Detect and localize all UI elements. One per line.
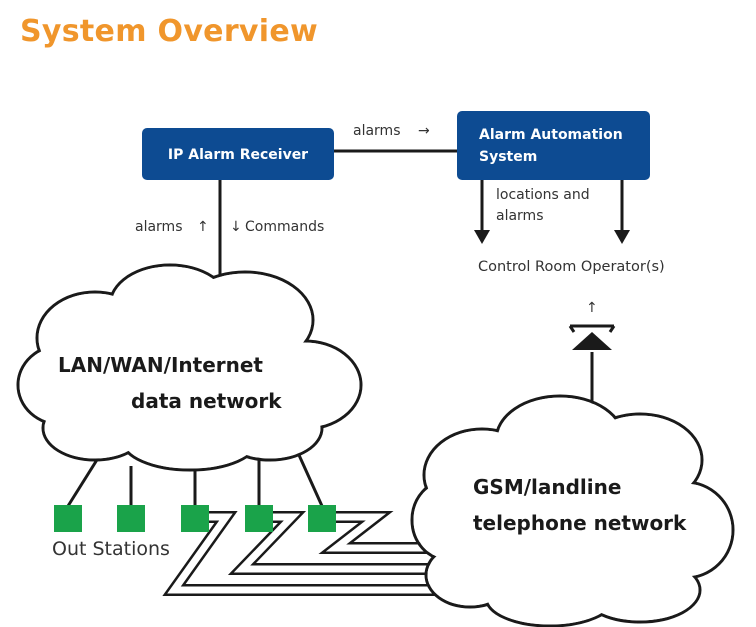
antenna-up-arrow-icon: ↑ bbox=[586, 300, 598, 316]
alarm-automation-box: Alarm Automation System bbox=[457, 111, 650, 180]
ip-alarm-receiver-box: IP Alarm Receiver bbox=[142, 128, 334, 180]
lan-wan-label-line1: LAN/WAN/Internet bbox=[58, 353, 263, 377]
locations-label-line1: locations and bbox=[496, 187, 590, 203]
arrow-down-icon: ↓ bbox=[230, 219, 242, 235]
arrowhead-down-left bbox=[474, 230, 490, 244]
alarm-automation-label-line2: System bbox=[479, 149, 537, 165]
phone-lines bbox=[162, 511, 450, 596]
antenna-icon bbox=[568, 324, 616, 350]
arrow-right-icon: → bbox=[418, 123, 430, 139]
lan-wan-label-line2: data network bbox=[131, 389, 282, 413]
station-drop-lines bbox=[66, 443, 324, 507]
out-station-4 bbox=[245, 505, 273, 532]
control-room-operators-label: Control Room Operator(s) bbox=[478, 259, 665, 275]
alarms-label-top: alarms bbox=[353, 123, 401, 139]
lan-wan-cloud bbox=[16, 263, 363, 472]
operator-arrowheads bbox=[474, 230, 630, 244]
gsm-label-line1: GSM/landline bbox=[473, 475, 621, 499]
connector-lines bbox=[218, 149, 624, 410]
arrow-up-icon: ↑ bbox=[197, 219, 209, 235]
arrowhead-down-right bbox=[614, 230, 630, 244]
out-station-3 bbox=[181, 505, 209, 532]
alarm-automation-label-line1: Alarm Automation bbox=[479, 127, 623, 143]
page-title: System Overview bbox=[20, 14, 319, 49]
ip-alarm-receiver-label: IP Alarm Receiver bbox=[168, 147, 308, 163]
alarms-label-left: alarms bbox=[135, 219, 183, 235]
out-station-2 bbox=[117, 505, 145, 532]
gsm-label-line2: telephone network bbox=[473, 511, 687, 535]
out-station-5 bbox=[308, 505, 336, 532]
commands-label: Commands bbox=[245, 219, 324, 235]
gsm-cloud bbox=[410, 394, 735, 627]
out-stations-label: Out Stations bbox=[52, 538, 170, 560]
out-stations bbox=[54, 505, 336, 532]
out-station-1 bbox=[54, 505, 82, 532]
locations-label-line2: alarms bbox=[496, 208, 544, 224]
